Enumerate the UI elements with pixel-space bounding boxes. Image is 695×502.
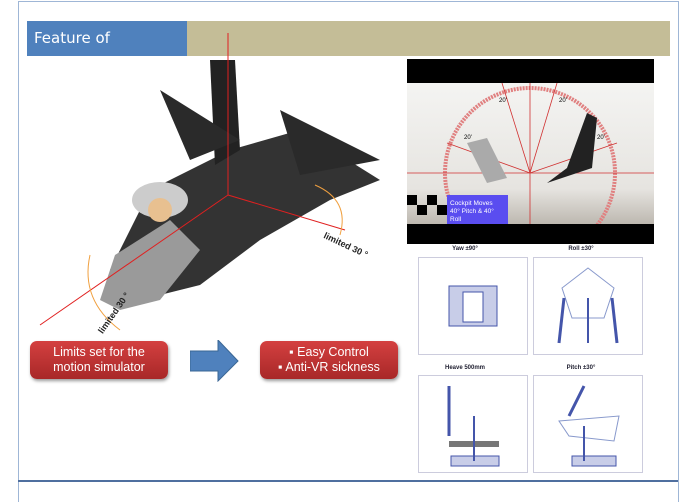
limit-arc-right xyxy=(314,184,343,236)
limits-line2: motion simulator xyxy=(53,360,145,374)
diagram-pitch xyxy=(533,375,643,473)
diagram-label-yaw: Yaw ±90° xyxy=(452,246,478,252)
benefits-box: ▪ Easy Control ▪ Anti-VR sickness xyxy=(260,341,398,379)
angle-label: 20' xyxy=(499,98,507,104)
benefit-text: Anti-VR sickness xyxy=(285,360,380,374)
jet-body xyxy=(100,60,380,310)
limit-arc-left xyxy=(87,254,121,331)
bottom-divider xyxy=(18,480,678,482)
benefit-item: ▪ Anti-VR sickness xyxy=(278,360,380,374)
photo-caption: Cockpit Moves 40° Pitch & 40° Roll xyxy=(447,195,508,224)
cockpit-scene: 20' 20' 20' 20' Cockpit Moves 40° Pitch … xyxy=(407,83,654,224)
angle-label: 20' xyxy=(597,135,605,141)
motion-axes xyxy=(39,33,346,326)
right-arrow-icon xyxy=(190,340,239,382)
limits-line1: Limits set for the xyxy=(53,345,145,359)
slide-title: Feature of technology xyxy=(27,21,187,82)
angle-label: 20' xyxy=(559,98,567,104)
title-bar: Feature of technology xyxy=(27,21,670,82)
caption-line1: Cockpit Moves xyxy=(450,200,493,207)
slide-frame xyxy=(18,1,679,502)
benefit-text: Easy Control xyxy=(297,345,369,359)
diagram-label-roll: Roll ±30° xyxy=(568,246,594,252)
caption-line2: 40° Pitch & 40° Roll xyxy=(450,208,494,223)
diagram-heave xyxy=(418,375,528,473)
jet-illustration xyxy=(39,33,380,331)
angle-label: 20' xyxy=(464,135,472,141)
diagram-yaw xyxy=(418,257,528,355)
diagram-label-pitch: Pitch ±30° xyxy=(566,365,596,371)
diagram-label-heave: Heave 500mm xyxy=(444,365,486,371)
limits-box: Limits set for the motion simulator xyxy=(30,341,168,379)
benefit-item: ▪ Easy Control xyxy=(289,345,369,359)
cockpit-photo: 20' 20' 20' 20' Cockpit Moves 40° Pitch … xyxy=(407,59,654,244)
diagram-roll xyxy=(533,257,643,355)
